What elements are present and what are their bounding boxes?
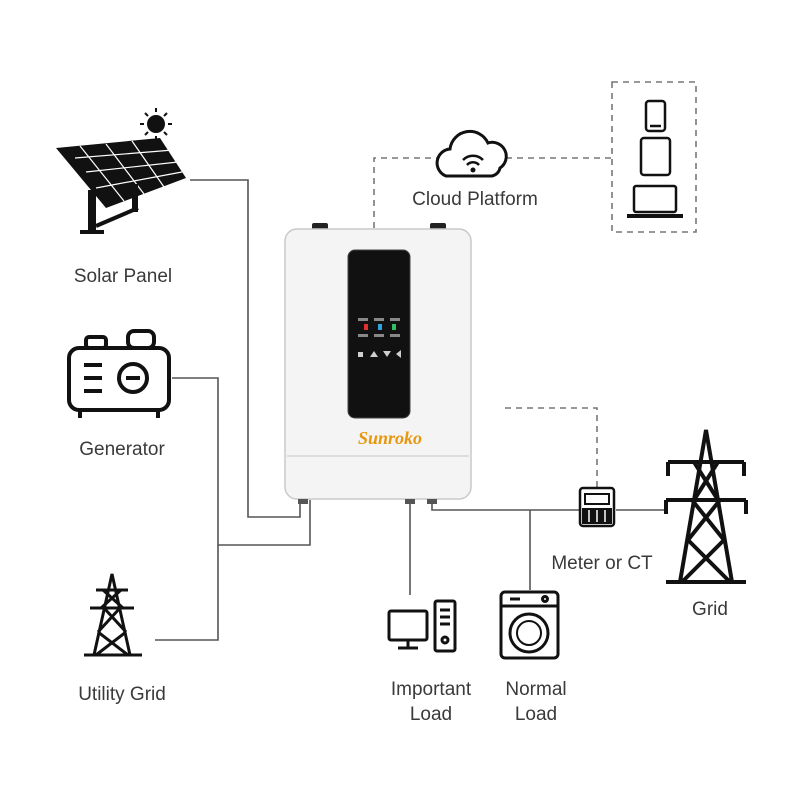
normal-load-label-line1: Normal — [505, 679, 567, 700]
cloud-inverter-link — [373, 157, 438, 228]
cloud-icon — [435, 129, 508, 178]
meter-icon — [578, 486, 616, 528]
devices-box — [611, 81, 697, 233]
solar-link — [190, 179, 301, 518]
phone-icon — [644, 99, 667, 133]
meter-inverter-link — [505, 407, 598, 488]
laptop-icon — [627, 184, 683, 218]
utility-grid-label: Utility Grid — [78, 684, 166, 705]
normal-load-label-line2: Load — [514, 704, 558, 725]
utility-grid-tower-icon — [84, 573, 142, 657]
important-load-label-line1: Important — [390, 679, 472, 700]
grid-label: Grid — [692, 599, 728, 620]
inverter-buttons — [358, 350, 401, 358]
inverter-brand-logo: Sunroko — [357, 428, 423, 448]
generator-icon — [67, 329, 171, 418]
inverter-icon — [284, 223, 472, 504]
connection-lines — [155, 179, 665, 641]
generator-label: Generator — [79, 439, 165, 460]
grid-tower-icon — [664, 429, 748, 584]
washing-machine-icon — [499, 590, 560, 660]
communication-lines — [373, 81, 697, 488]
important-load-label-line2: Load — [409, 704, 453, 725]
computer-icon — [387, 599, 457, 653]
important-load-label: Important Load — [372, 677, 490, 727]
normal-load-label: Normal Load — [490, 677, 582, 727]
cloud-platform-label: Cloud Platform — [412, 189, 538, 210]
tablet-icon — [639, 136, 672, 177]
sun-icon — [140, 108, 172, 140]
utility-grid-link — [155, 545, 219, 641]
inverter-display — [358, 318, 400, 337]
meter-label: Meter or CT — [551, 553, 653, 574]
solar-panel-icon — [56, 138, 186, 234]
solar-panel-label: Solar Panel — [73, 266, 173, 287]
meter-link — [431, 500, 580, 511]
